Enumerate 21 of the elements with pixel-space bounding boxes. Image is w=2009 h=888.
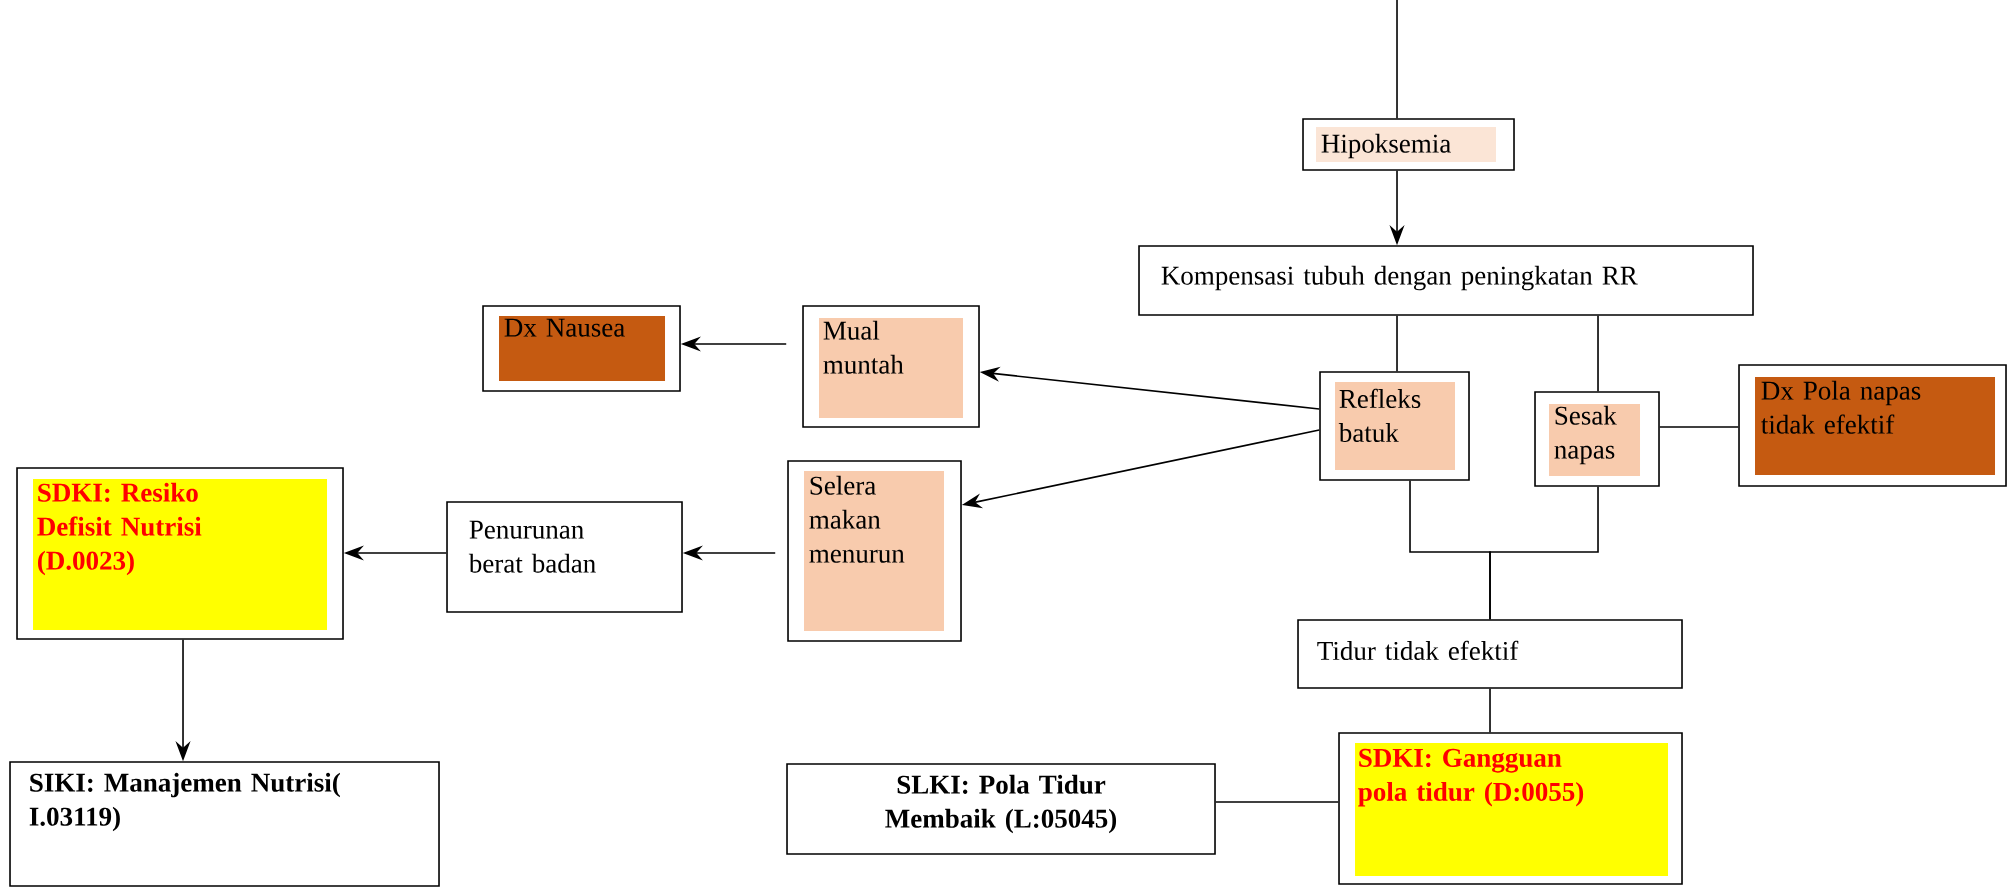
text-box: Dx Pola napas tidak efektif — [1738, 364, 2007, 487]
connector-line — [1396, 315, 1398, 372]
text-box: SDKI: Resiko Defisit Nutrisi (D.0023) — [16, 467, 344, 640]
text-box: Kompensasi tubuh dengan peningkatan RR — [1138, 245, 1754, 316]
text-box: Hipoksemia — [1302, 118, 1515, 171]
text-box: Mual muntah — [802, 305, 980, 428]
connector-line — [1659, 426, 1739, 428]
connector-line — [1215, 801, 1339, 803]
text-box: Dx Nausea — [482, 305, 681, 392]
text-box: SLKI: Pola Tidur Membaik (L:05045) — [786, 763, 1216, 855]
connector-line — [1396, 0, 1398, 119]
connector-line — [1489, 688, 1491, 733]
text-box: Penurunan berat badan — [446, 501, 683, 613]
text-box: Selera makan menurun — [787, 460, 962, 642]
text-box: Refleks batuk — [1319, 371, 1470, 481]
connector-line — [1597, 315, 1599, 392]
text-box: SDKI: Gangguan pola tidur (D:0055) — [1338, 732, 1683, 885]
text-box: SIKI: Manajemen Nutrisi( I.03119) — [9, 761, 440, 887]
text-box: Tidur tidak efektif — [1297, 619, 1683, 689]
connector-line — [1489, 486, 1599, 620]
text-box: Sesak napas — [1534, 391, 1660, 487]
